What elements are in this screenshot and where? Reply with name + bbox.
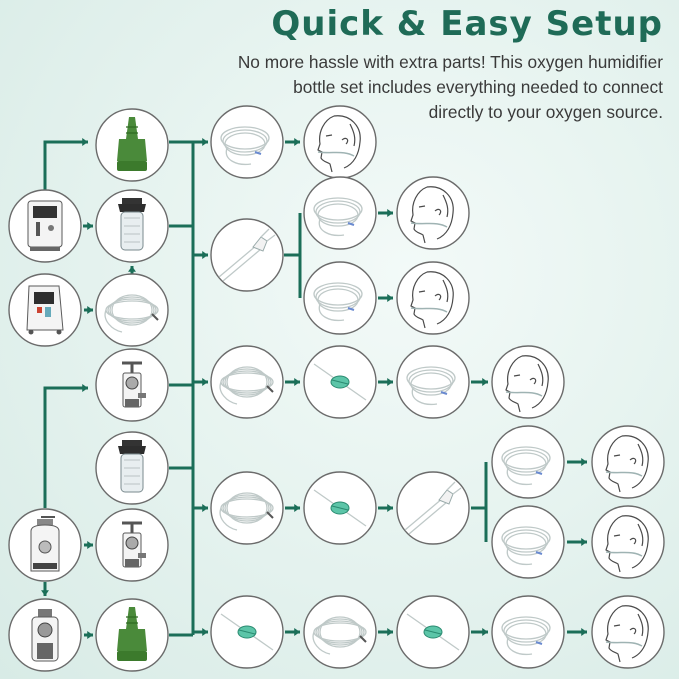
edge-cylinder-regulator-arrowhead xyxy=(82,384,88,392)
node-concentrator-1 xyxy=(9,190,81,262)
node-cannula-5 xyxy=(492,426,564,498)
node-connector-2 xyxy=(304,472,376,544)
edge-tubing-humidifier-arrowhead xyxy=(128,266,136,272)
edge-tubing4-connector4-arrowhead xyxy=(387,628,393,636)
node-tubing-1 xyxy=(96,274,168,346)
edge-cannula1-face1-arrowhead xyxy=(294,138,300,146)
humidifier-bottle-icon xyxy=(118,440,146,492)
edge-bus-cannula1-arrowhead xyxy=(202,138,208,146)
edge-cannula4-face4-arrowhead xyxy=(482,378,488,386)
node-cannula-6 xyxy=(492,506,564,578)
edge-concentrator-adapter-arrowhead xyxy=(82,138,88,146)
edge-concentrator-adapter xyxy=(45,142,88,190)
node-cannula-4 xyxy=(397,346,469,418)
oxygen-concentrator-icon xyxy=(27,286,63,335)
node-splitter-1 xyxy=(211,219,283,291)
edge-cylinder-regulator2-arrowhead xyxy=(87,541,93,549)
node-connector-4 xyxy=(397,596,469,668)
node-face-7 xyxy=(592,596,664,668)
edge-cylinder-regulator xyxy=(45,388,88,508)
edge-connector1-cannula4-arrowhead xyxy=(387,378,393,386)
node-regulator-1 xyxy=(96,349,168,421)
edge-concentrator2-tubing-arrowhead xyxy=(87,306,93,314)
node-face-3 xyxy=(397,262,469,334)
edge-cannula6-face6-arrowhead xyxy=(581,538,587,546)
edge-bus-tubing3-arrowhead xyxy=(202,504,208,512)
node-face-5 xyxy=(592,426,664,498)
edge-bus-splitter1-arrowhead xyxy=(202,251,208,259)
node-tubing-2 xyxy=(211,346,283,418)
node-face-6 xyxy=(592,506,664,578)
node-tubing-3 xyxy=(211,472,283,544)
edge-cannula3-face3-arrowhead xyxy=(387,294,393,302)
node-regulator-cylinder xyxy=(9,599,81,671)
edge-connector4-cannula7-arrowhead xyxy=(482,628,488,636)
node-face-1 xyxy=(304,106,376,178)
edge-cannula2-face2-arrowhead xyxy=(387,209,393,217)
node-concentrator-2 xyxy=(9,274,81,346)
edge-connector2-splitter2-arrowhead xyxy=(387,504,393,512)
edge-concentrator-humidifier-arrowhead xyxy=(87,222,93,230)
node-cannula-2 xyxy=(304,177,376,249)
edge-bus-connector3-arrowhead xyxy=(202,628,208,636)
oxygen-concentrator-icon xyxy=(28,201,62,251)
edge-cannula5-face5-arrowhead xyxy=(581,458,587,466)
node-tubing-4 xyxy=(304,596,376,668)
humidifier-bottle-icon xyxy=(118,198,146,250)
edge-cannula7-face7-arrowhead xyxy=(581,628,587,636)
edge-connector3-tubing4-arrowhead xyxy=(294,628,300,636)
node-cylinder-1 xyxy=(9,509,81,581)
node-face-2 xyxy=(397,177,469,249)
edge-tubing3-connector2-arrowhead xyxy=(294,504,300,512)
node-splitter-2 xyxy=(397,472,469,544)
node-cannula-7 xyxy=(492,596,564,668)
edge-tubing2-connector1-arrowhead xyxy=(294,378,300,386)
node-humidifier-2 xyxy=(96,432,168,504)
node-adapter-2 xyxy=(96,599,168,671)
node-face-4 xyxy=(492,346,564,418)
node-cannula-3 xyxy=(304,262,376,334)
edge-bus-tubing2-arrowhead xyxy=(202,378,208,386)
diagram-nodes xyxy=(9,106,664,671)
node-cannula-1 xyxy=(211,106,283,178)
node-connector-1 xyxy=(304,346,376,418)
cylinder-regulator-icon xyxy=(32,609,58,661)
node-connector-3 xyxy=(211,596,283,668)
edge-cylinder-cylreg-arrowhead xyxy=(41,590,49,596)
node-adapter-1 xyxy=(96,109,168,181)
node-humidifier-1 xyxy=(96,190,168,262)
node-regulator-2 xyxy=(96,509,168,581)
edge-cylreg-adapter-arrowhead xyxy=(87,631,93,639)
